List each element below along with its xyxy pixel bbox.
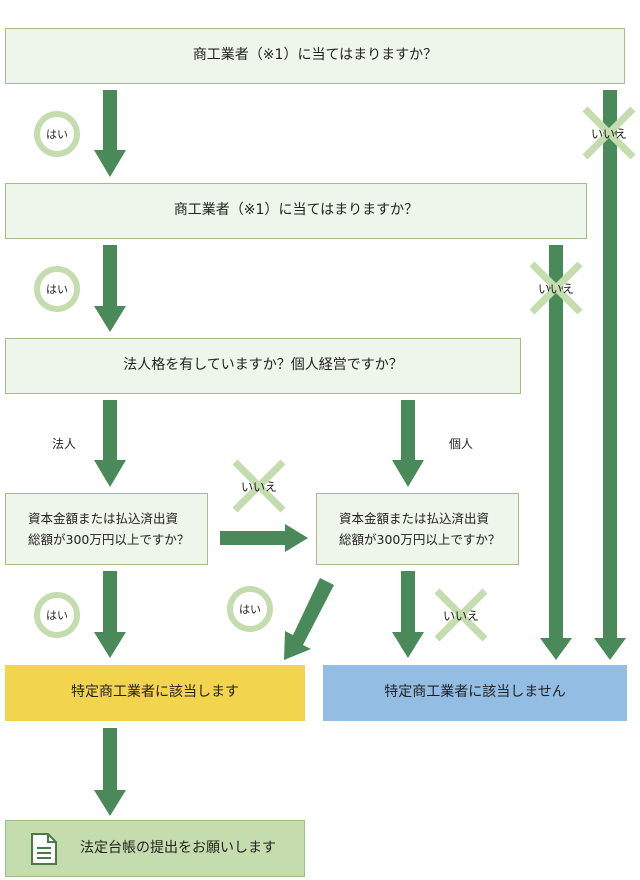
question-2-text: 商工業者（※1）に当てはまりますか？: [173, 202, 419, 219]
result-applies-box: 特定商工業者に該当します: [5, 665, 305, 721]
question-4-line-1: 資本金額または払込済出資: [28, 510, 179, 526]
question-box-5: 資本金額または払込済出資 総額が300万円以上ですか？: [316, 493, 519, 565]
yes-circle-4: はい: [227, 586, 273, 632]
no-label-1: いいえ: [590, 127, 627, 141]
result-not-applies-text: 特定商工業者に該当しません: [384, 684, 566, 701]
yes-label-4: はい: [239, 603, 261, 616]
arrow-q4-no-to-q5: [220, 524, 308, 552]
question-5-line-1: 資本金額または払込済出資: [339, 510, 490, 526]
arrow-q4-to-applies: [94, 571, 126, 658]
no-cross-1: いいえ: [580, 104, 638, 162]
no-cross-2: いいえ: [527, 259, 585, 317]
question-box-4: 資本金額または払込済出資 総額が300万円以上ですか？: [5, 493, 208, 565]
result-applies-text: 特定商工業者に該当します: [71, 684, 239, 701]
request-text: 法定台帳の提出をお願いします: [80, 839, 276, 856]
arrow-q5-no-to-not-applies: [392, 571, 424, 658]
question-1-text: 商工業者（※1）に当てはまりますか？: [192, 47, 438, 64]
arrow-q2-no-to-not-applies: [540, 245, 572, 660]
no-cross-3: いいえ: [230, 457, 288, 515]
cross-icon: [582, 106, 636, 160]
yes-circle-3: はい: [34, 592, 80, 638]
question-box-1: 商工業者（※1）に当てはまりますか？: [5, 28, 625, 84]
arrow-q3-to-q4: [94, 400, 126, 487]
cross-icon: [232, 459, 286, 513]
arrow-applies-to-request: [94, 728, 126, 816]
cross-icon: [434, 588, 488, 642]
no-label-2: いいえ: [537, 282, 574, 296]
document-icon: [31, 833, 57, 865]
result-not-applies-box: 特定商工業者に該当しません: [323, 665, 627, 721]
question-box-3: 法人格を有していますか？個人経営ですか？: [5, 338, 521, 394]
yes-label-2: はい: [46, 283, 68, 296]
yes-label-1: はい: [46, 128, 68, 141]
no-label-3: いいえ: [240, 480, 277, 494]
no-cross-4: いいえ: [432, 586, 490, 644]
yes-circle-2: はい: [34, 266, 80, 312]
question-3-text: 法人格を有していますか？個人経営ですか？: [123, 357, 403, 374]
arrow-q5-yes-to-applies: [284, 578, 334, 660]
yes-label-3: はい: [46, 609, 68, 622]
arrow-q1-no-to-not-applies: [594, 90, 626, 660]
arrow-q2-to-q3: [94, 245, 126, 332]
no-label-4: いいえ: [442, 609, 479, 623]
arrow-q1-to-q2: [94, 90, 126, 177]
cross-icon: [529, 261, 583, 315]
label-corporation: 法人: [52, 437, 77, 451]
question-5-line-2: 総額が300万円以上ですか？: [339, 532, 501, 547]
question-4-line-2: 総額が300万円以上ですか？: [28, 532, 190, 547]
arrow-q3-to-q5: [392, 400, 424, 487]
yes-circle-1: はい: [34, 111, 80, 157]
label-individual: 個人: [449, 437, 474, 451]
question-box-2: 商工業者（※1）に当てはまりますか？: [5, 183, 587, 239]
